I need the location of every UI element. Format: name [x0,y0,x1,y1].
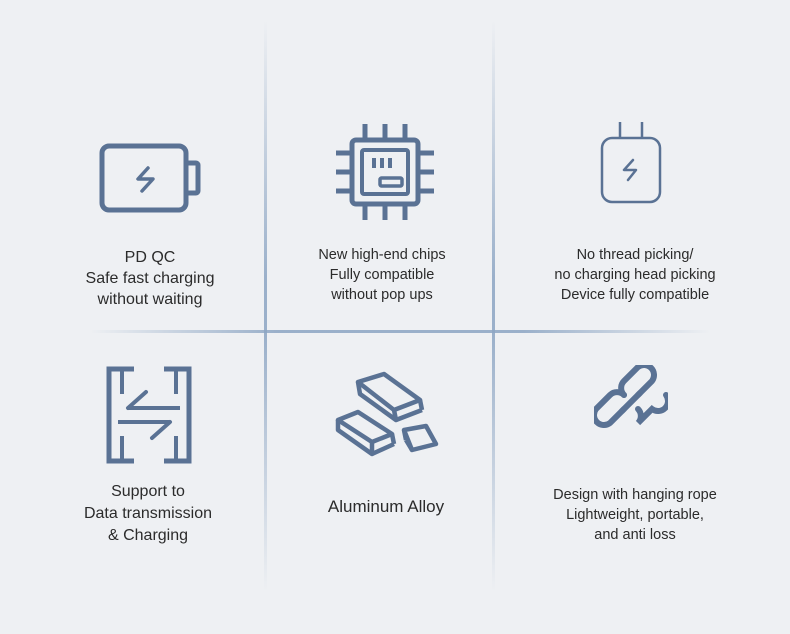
caption-line: & Charging [107,527,189,544]
caption-line: without waiting [97,291,203,308]
caption-line: Data transmission [83,505,213,522]
caption-line: Aluminum Alloy [327,497,445,516]
aluminum-ingots-icon [332,370,440,462]
divider-vertical-right [492,20,495,592]
caption-line: Design with hanging rope [553,487,717,503]
caption-line: PD QC [124,249,176,266]
caption-line: No thread picking/ [576,247,694,263]
caption-line: Lightweight, portable, [566,507,704,523]
divider-horizontal [90,330,710,333]
data-transfer-icon [106,366,192,464]
feature-caption: New high-end chips Fully compatible with… [290,248,474,308]
caption-line: no charging head picking [554,267,716,283]
charger-plug-icon [598,120,664,206]
caption-line: Fully compatible [329,267,435,283]
caption-line: Safe fast charging [85,270,215,287]
feature-caption: Aluminum Alloy [296,498,476,518]
caption-line: without pop ups [331,287,433,303]
feature-caption: No thread picking/ no charging head pick… [528,248,742,308]
feature-caption: Design with hanging rope Lightweight, po… [530,488,740,548]
chain-link-icon [594,365,668,439]
caption-line: New high-end chips [318,247,446,263]
caption-line: Support to [111,483,185,500]
caption-line: Device fully compatible [560,287,710,303]
caption-line: and anti loss [594,527,676,543]
battery-charging-icon [98,142,204,214]
feature-caption: PD QC Safe fast charging without waiting [60,250,240,313]
feature-caption: Support to Data transmission & Charging [58,484,238,550]
chip-icon [334,122,436,222]
divider-vertical-left [264,20,267,592]
